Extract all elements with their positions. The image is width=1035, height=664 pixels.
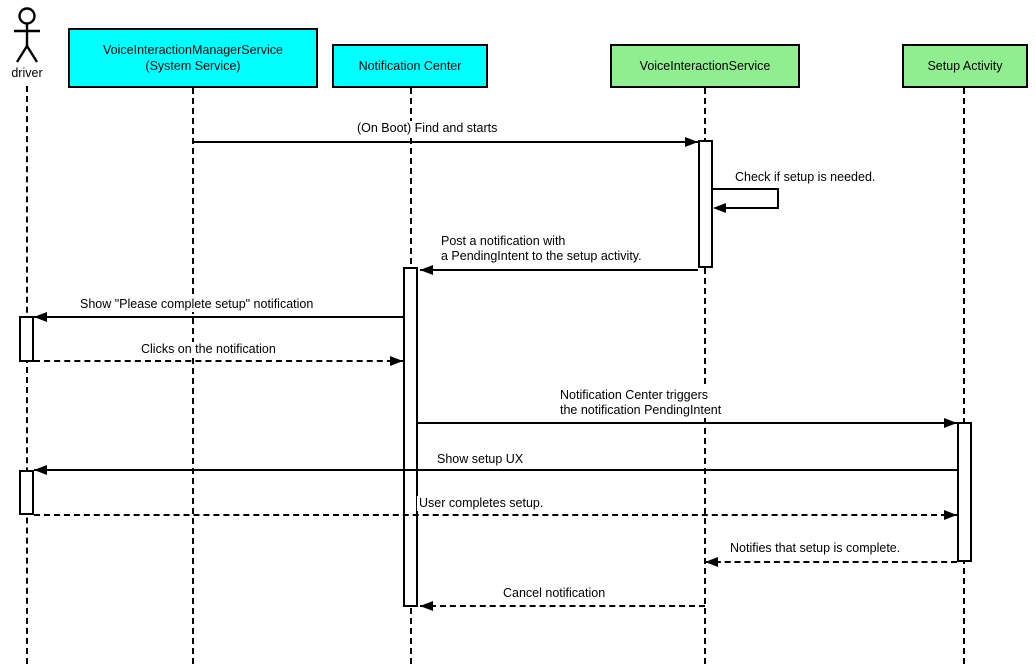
- arrowhead-on-boot: [685, 137, 698, 147]
- actor-driver: driver: [9, 6, 45, 80]
- activation-driver-1: [19, 316, 34, 362]
- arrowhead-notifies-complete: [705, 557, 718, 567]
- arrowhead-user-completes: [944, 510, 957, 520]
- message-clicks-notification-line: [34, 360, 403, 362]
- lifeline-head-notification-center: Notification Center: [332, 44, 488, 88]
- message-check-setup-label: Check if setup is needed.: [733, 170, 878, 185]
- arrowhead-show-setup-ux: [34, 465, 47, 475]
- stick-figure-icon: [14, 7, 40, 63]
- trigger-pendingintent-line2: the notification PendingIntent: [560, 403, 722, 417]
- message-check-setup-down: [777, 188, 779, 209]
- message-notifies-complete-line: [705, 561, 957, 563]
- notification-center-label: Notification Center: [358, 58, 462, 73]
- lifeline-driver: [26, 86, 28, 664]
- vims-label-line1: VoiceInteractionManagerService: [103, 42, 283, 57]
- message-user-completes-label: User completes setup.: [417, 496, 546, 511]
- vims-label-line2: (System Service): [145, 59, 241, 73]
- arrowhead-show-notification: [34, 312, 47, 322]
- lifeline-head-setup-activity: Setup Activity: [902, 44, 1028, 88]
- message-post-notification-line: [420, 269, 698, 271]
- message-check-setup-out: [713, 188, 779, 190]
- message-check-setup-back: [726, 207, 779, 209]
- post-notification-line2: a PendingIntent to the setup activity.: [441, 249, 642, 263]
- post-notification-line1: Post a notification with: [441, 234, 566, 248]
- activation-voiceinteractionservice: [698, 140, 713, 268]
- voiceinteractionservice-label: VoiceInteractionService: [639, 58, 771, 73]
- setup-activity-label: Setup Activity: [927, 58, 1003, 73]
- message-show-notification-label: Show "Please complete setup" notificatio…: [78, 297, 316, 312]
- message-clicks-notification-label: Clicks on the notification: [139, 342, 278, 357]
- message-trigger-pendingintent-line: [418, 422, 957, 424]
- activation-setup-activity: [957, 422, 972, 562]
- trigger-pendingintent-line1: Notification Center triggers: [560, 388, 708, 402]
- message-cancel-notification-label: Cancel notification: [501, 586, 608, 601]
- actor-driver-label: driver: [11, 66, 43, 80]
- lifeline-head-voiceinteractionservice: VoiceInteractionService: [610, 44, 800, 88]
- lifeline-vims: [192, 88, 194, 664]
- arrowhead-clicks-notification: [390, 356, 403, 366]
- message-on-boot-label: (On Boot) Find and starts: [355, 121, 500, 136]
- message-show-notification-line: [34, 316, 403, 318]
- lifeline-voiceinteractionservice: [704, 88, 706, 664]
- message-show-setup-ux-label: Show setup UX: [435, 452, 526, 467]
- arrowhead-trigger-pendingintent: [944, 418, 957, 428]
- message-notifies-complete-label: Notifies that setup is complete.: [728, 541, 903, 556]
- lifeline-head-vims: VoiceInteractionManagerService (System S…: [68, 28, 318, 88]
- message-post-notification-label: Post a notification with a PendingIntent…: [439, 234, 644, 264]
- message-on-boot-line: [193, 141, 698, 143]
- message-user-completes-line: [34, 514, 957, 516]
- arrowhead-check-setup: [713, 203, 726, 213]
- message-trigger-pendingintent-label: Notification Center triggers the notific…: [558, 388, 724, 418]
- message-show-setup-ux-line: [34, 469, 957, 471]
- activation-driver-2: [19, 470, 34, 515]
- arrowhead-cancel-notification: [420, 601, 433, 611]
- arrowhead-post-notification: [420, 265, 433, 275]
- activation-notification-center: [403, 267, 418, 607]
- lifeline-setup-activity: [963, 88, 965, 664]
- message-cancel-notification-line: [420, 605, 705, 607]
